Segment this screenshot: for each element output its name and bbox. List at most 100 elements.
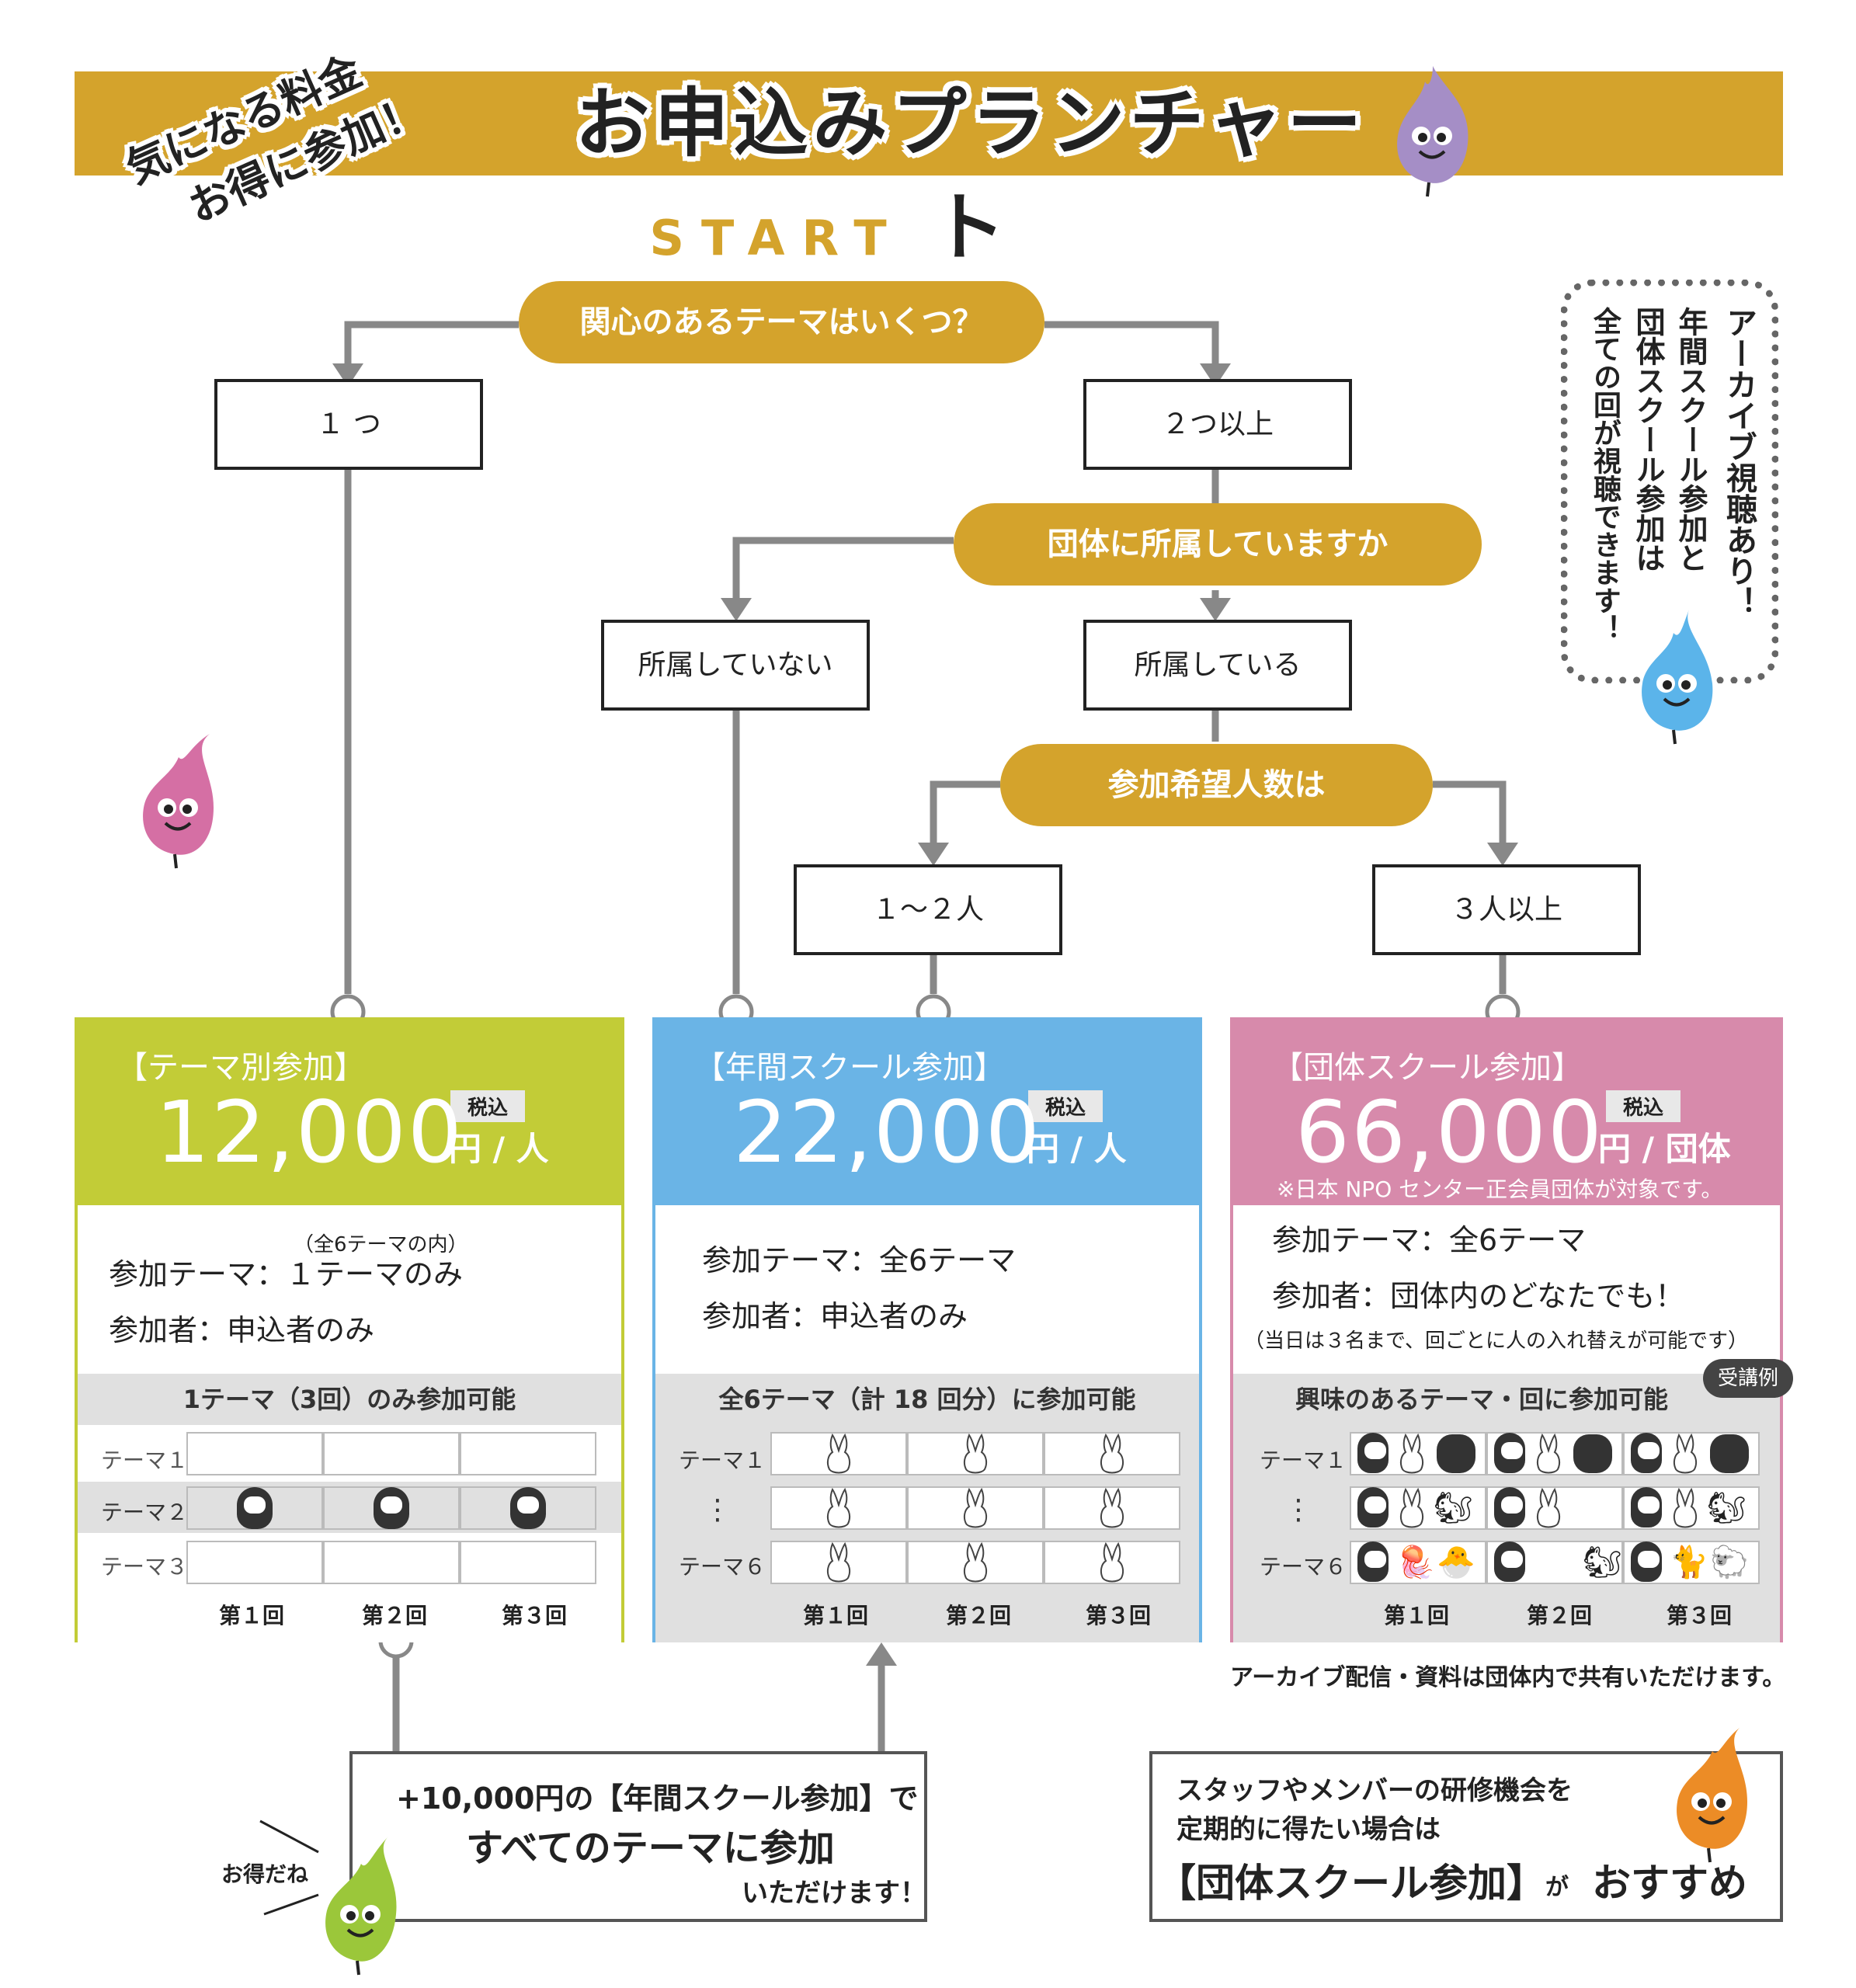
recommend-line-1: スタッフやメンバーの研修機会を xyxy=(1177,1775,1573,1806)
plan-card-group: 【団体スクール参加】 税込 66,000 円 / 団体 ※日本 NPO センター… xyxy=(1230,1017,1793,1642)
answer-member: 所属している xyxy=(1083,620,1352,711)
col-label: 第１回 xyxy=(219,1603,285,1628)
daruma-icon xyxy=(374,1487,409,1529)
rabbit-icon xyxy=(826,1433,851,1474)
daruma-icon xyxy=(1357,1487,1389,1527)
upgrade-box xyxy=(349,1751,927,1922)
participants-line: 参加者：申込者のみ xyxy=(109,1313,375,1347)
row-label: ⋮ xyxy=(1284,1494,1312,1526)
green-flame-mascot-icon xyxy=(325,1837,397,1976)
rabbit-icon xyxy=(1536,1433,1561,1474)
availability-header: 1テーマ（3回）のみ参加可能 xyxy=(78,1374,621,1425)
plan-unit: 円 / 団体 xyxy=(1598,1130,1731,1168)
availability-header: 興味のあるテーマ・回に参加可能 xyxy=(1233,1374,1780,1425)
theme-line: 参加テーマ：全6テーマ xyxy=(1272,1223,1587,1257)
recommend-box xyxy=(1149,1751,1783,1922)
speech-lines xyxy=(259,1819,319,1916)
archive-note-line-1: アーカイブ視聴あり！ xyxy=(1721,307,1757,617)
upgrade-line-3: いただけます！ xyxy=(742,1878,926,1909)
row-label: ⋮ xyxy=(704,1494,732,1526)
daruma-icon xyxy=(1357,1433,1389,1473)
row-label: テーマ６ xyxy=(679,1554,766,1580)
row-label: テーマ６ xyxy=(1260,1554,1347,1580)
daruma-icon xyxy=(1494,1433,1525,1473)
upgrade-line-2: すべてのテーマに参加 xyxy=(466,1826,835,1870)
plan-unit: 円 / 人 xyxy=(449,1130,549,1168)
answer-three-plus-people: ３人以上 xyxy=(1372,864,1641,955)
col-label: 第２回 xyxy=(1527,1603,1593,1628)
answer-one-theme: １ つ xyxy=(214,379,483,470)
bear-icon xyxy=(1710,1434,1749,1473)
recommend-osusume: おすすめ xyxy=(1592,1861,1747,1906)
daruma-icon xyxy=(1494,1541,1525,1582)
page-title: お申込みプランチャート xyxy=(575,80,1367,271)
participants-line: 参加者：申込者のみ xyxy=(702,1299,968,1333)
plan-card-group-header xyxy=(1233,1020,1780,1205)
daruma-icon xyxy=(237,1487,273,1529)
header-banner xyxy=(75,71,1783,176)
squirrel-icon: 🐿 xyxy=(1707,1490,1747,1526)
daruma-icon xyxy=(1631,1541,1662,1582)
col-label: 第３回 xyxy=(1667,1603,1733,1628)
col-label: 第２回 xyxy=(362,1603,428,1628)
col-label: 第１回 xyxy=(1384,1603,1450,1628)
rabbit-icon xyxy=(1536,1487,1561,1528)
plan-card-theme-header xyxy=(78,1020,621,1205)
session-cell xyxy=(323,1541,460,1584)
row-label: テーマ２ xyxy=(101,1500,189,1525)
daruma-icon xyxy=(510,1487,546,1529)
daruma-icon xyxy=(1357,1541,1389,1582)
plan-price: 12,000 xyxy=(155,1083,464,1182)
archive-note-line-3: 団体スクール参加は xyxy=(1631,307,1665,572)
rabbit-icon xyxy=(1100,1433,1124,1474)
col-label: 第３回 xyxy=(1086,1603,1152,1628)
recommend-plan: 【団体スクール参加】 xyxy=(1157,1861,1545,1906)
speech-bubble-text: お得だね xyxy=(221,1861,309,1887)
participants-note: （当日は３名まで、回ごとに人の入れ替えが可能です） xyxy=(1244,1329,1748,1353)
row-label: テーマ１ xyxy=(1260,1448,1347,1473)
eligibility-note: ※日本 NPO センター正会員団体が対象です。 xyxy=(1277,1176,1723,1202)
row-label: テーマ３ xyxy=(101,1554,189,1580)
answer-not-member: 所属していない xyxy=(601,620,870,711)
squirrel-icon: 🐿 xyxy=(1434,1490,1473,1526)
rabbit-icon xyxy=(1100,1541,1124,1583)
plan-name: 【テーマ別参加】 xyxy=(116,1050,365,1086)
orange-flame-mascot-icon xyxy=(1677,1728,1747,1863)
jellyfish-icon: 🪼 xyxy=(1396,1545,1435,1580)
session-cell xyxy=(460,1432,596,1475)
participants-line: 参加者：団体内のどなたでも！ xyxy=(1272,1279,1685,1313)
plan-price: 22,000 xyxy=(733,1083,1041,1182)
rabbit-icon xyxy=(1673,1487,1698,1528)
plan-price: 66,000 xyxy=(1295,1083,1604,1182)
cat-icon: 🐈 xyxy=(1670,1545,1708,1580)
col-label: 第３回 xyxy=(502,1603,568,1628)
session-cell xyxy=(186,1432,323,1475)
rabbit-icon xyxy=(963,1433,988,1474)
blue-flame-mascot-icon xyxy=(1642,610,1713,745)
bear-icon xyxy=(1437,1434,1475,1473)
tax-badge: 税込 xyxy=(1028,1090,1104,1122)
plan-card-annual-header xyxy=(655,1020,1199,1205)
rabbit-icon xyxy=(826,1487,851,1528)
archive-note-line-4: 全ての回が視聴できます！ xyxy=(1589,307,1621,642)
sheep-icon: 🐑 xyxy=(1710,1545,1749,1580)
group-footer-note: アーカイブ配信・資料は団体内で共有いただけます。 xyxy=(1230,1664,1786,1691)
upgrade-line-1: +10,000円の【年間スクール参加】で xyxy=(396,1781,919,1816)
session-cell xyxy=(460,1541,596,1584)
availability-header: 全6テーマ（計 18 回分）に参加可能 xyxy=(655,1374,1199,1425)
theme-line: 参加テーマ：１テーマのみ xyxy=(109,1257,464,1291)
squirrel-icon: 🐿 xyxy=(1583,1545,1622,1580)
plan-card-annual: 【年間スクール参加】 税込 22,000 円 / 人 参加テーマ：全6テーマ 参… xyxy=(652,1017,1202,1642)
example-badge: 受講例 xyxy=(1703,1359,1793,1398)
session-cell xyxy=(186,1541,323,1584)
bear-icon xyxy=(1573,1434,1612,1473)
chick-icon: 🐣 xyxy=(1437,1545,1475,1580)
question-membership: 団体に所属していますか xyxy=(954,503,1482,586)
theme-note: （全6テーマの内） xyxy=(294,1233,468,1256)
question-participant-count: 参加希望人数は xyxy=(1000,744,1433,826)
rabbit-icon xyxy=(1100,1487,1124,1528)
daruma-icon xyxy=(1631,1487,1662,1527)
col-label: 第２回 xyxy=(946,1603,1012,1628)
row-label: テーマ１ xyxy=(679,1448,766,1473)
rabbit-icon xyxy=(963,1487,988,1528)
